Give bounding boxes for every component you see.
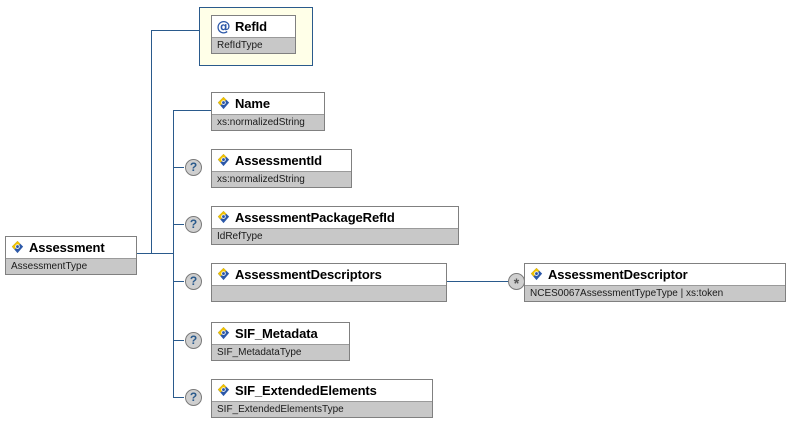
connector-branch-assessmentid [173,167,184,168]
node-name[interactable]: Name xs:normalizedString [211,92,325,131]
node-assessmentdescriptor-type: NCES0067AssessmentTypeType | xs:token [525,285,785,301]
node-assessment-label: Assessment [29,240,105,255]
node-refid-name-row: @ RefId [212,16,295,37]
occurrence-marker-assessmentid: ? [185,159,202,176]
node-sifextendedelements-type: SIF_ExtendedElementsType [212,401,432,417]
node-assessment[interactable]: Assessment AssessmentType [5,236,137,275]
connector-branch-name [173,110,211,111]
occurrence-marker-sifmetadata: ? [185,332,202,349]
connector-branch-assessmentpackagerefid [173,224,184,225]
node-assessmentid-name-row: AssessmentId [212,150,351,171]
node-name-label: Name [235,96,271,111]
connector-attribute-refid [151,30,199,31]
node-sifmetadata-type: SIF_MetadataType [212,344,349,360]
occurrence-marker-assessmentdescriptors: ? [185,273,202,290]
occurrence-marker-sifextendedelements: ? [185,389,202,406]
node-assessmentpackagerefid-name-row: AssessmentPackageRefId [212,207,458,228]
node-assessmentid[interactable]: AssessmentId xs:normalizedString [211,149,352,188]
node-sifextendedelements[interactable]: SIF_ExtendedElements SIF_ExtendedElement… [211,379,433,418]
attribute-icon: @ [216,19,230,34]
node-refid-type: RefIdType [212,37,295,53]
connector-root-stub [137,253,174,254]
element-icon [217,210,230,224]
node-assessment-name-row: Assessment [6,237,136,258]
connector-branch-sifextendedelements [173,397,184,398]
element-icon [217,96,230,110]
node-sifmetadata-name-row: SIF_Metadata [212,323,349,344]
connector-branch-sifmetadata [173,340,184,341]
node-assessmentpackagerefid-label: AssessmentPackageRefId [235,210,395,225]
occurrence-marker-assessmentpackagerefid: ? [185,216,202,233]
connector-attribute-trunk [151,30,152,254]
node-sifextendedelements-label: SIF_ExtendedElements [235,383,377,398]
connector-branch-assessmentdescriptor [447,281,509,282]
node-assessmentdescriptor[interactable]: AssessmentDescriptor NCES0067AssessmentT… [524,263,786,302]
element-icon [217,383,230,397]
node-assessment-type: AssessmentType [6,258,136,274]
node-assessmentdescriptors-type [212,285,446,301]
node-assessmentdescriptors-name-row: AssessmentDescriptors [212,264,446,285]
node-assessmentpackagerefid-type: IdRefType [212,228,458,244]
node-refid-label: RefId [235,19,268,34]
element-icon [217,153,230,167]
node-sifextendedelements-name-row: SIF_ExtendedElements [212,380,432,401]
connector-branch-assessmentdescriptors [173,281,184,282]
node-assessmentdescriptors-label: AssessmentDescriptors [235,267,382,282]
node-sifmetadata-label: SIF_Metadata [235,326,318,341]
node-refid[interactable]: @ RefId RefIdType [211,15,296,54]
node-assessmentdescriptor-name-row: AssessmentDescriptor [525,264,785,285]
element-icon [530,267,543,281]
node-assessmentid-type: xs:normalizedString [212,171,351,187]
occurrence-marker-assessmentdescriptor: * [508,273,525,291]
node-assessmentdescriptor-label: AssessmentDescriptor [548,267,688,282]
node-assessmentdescriptors[interactable]: AssessmentDescriptors [211,263,447,302]
svg-text:@: @ [216,19,230,34]
node-assessmentpackagerefid[interactable]: AssessmentPackageRefId IdRefType [211,206,459,245]
connector-element-trunk [173,110,174,398]
node-name-name-row: Name [212,93,324,114]
node-name-type: xs:normalizedString [212,114,324,130]
node-assessmentid-label: AssessmentId [235,153,322,168]
element-icon [217,267,230,281]
node-sifmetadata[interactable]: SIF_Metadata SIF_MetadataType [211,322,350,361]
element-icon [217,326,230,340]
element-icon [11,240,24,254]
